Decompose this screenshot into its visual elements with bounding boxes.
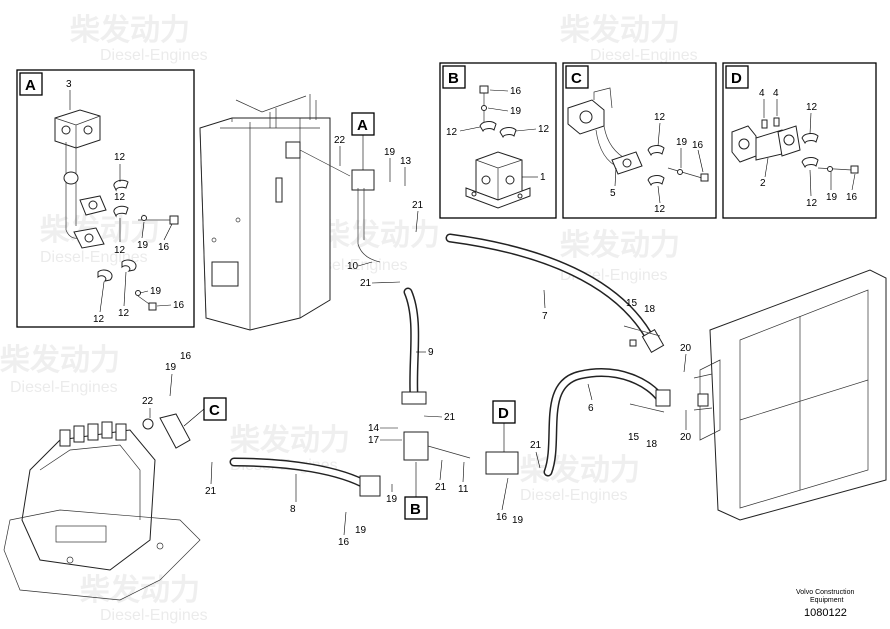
control-valve — [3, 421, 201, 601]
watermark-text: 柴发动力 — [0, 343, 120, 378]
detail-view-a: A 3 12 12 19 16 12 — [16, 69, 195, 328]
part-label: 5 — [610, 188, 616, 199]
part-label: 12 — [93, 314, 105, 325]
watermark-text: 柴发动力 — [560, 13, 680, 48]
part-label: 21 — [435, 482, 447, 493]
part-label: 22 — [334, 135, 346, 146]
part-label: 12 — [446, 127, 458, 138]
detail-view-b: B 16 19 12 12 1 — [439, 62, 557, 219]
part-label: 16 — [846, 192, 858, 203]
footer: Volvo Construction Equipment 1080122 — [796, 589, 854, 619]
part-label: 12 — [806, 102, 818, 113]
callout-a: A — [357, 117, 368, 134]
part-label: 1 — [540, 172, 546, 183]
oil-cooler — [693, 269, 887, 521]
part-label: 17 — [368, 435, 380, 446]
watermark-text: Diesel-Engines — [100, 47, 208, 64]
part-label: 6 — [588, 403, 594, 414]
part-label: 12 — [118, 308, 130, 319]
part-label: 22 — [142, 396, 154, 407]
part-label: 16 — [338, 537, 350, 548]
part-label: 12 — [654, 112, 666, 123]
main-part-labels: 22 19 13 21 10 21 9 7 15 18 20 6 15 18 2… — [142, 135, 692, 548]
watermark-text: Diesel-Engines — [100, 607, 208, 624]
watermark-text: 柴发动力 — [80, 573, 200, 608]
part-label: 21 — [412, 200, 424, 211]
part-label: 12 — [114, 245, 126, 256]
part-label: 4 — [773, 88, 779, 99]
main-callouts: A C B D — [183, 112, 516, 520]
part-label: 18 — [646, 439, 658, 450]
part-label: 19 — [355, 525, 367, 536]
part-label: 11 — [458, 484, 469, 495]
part-label: 16 — [510, 86, 522, 97]
part-label: 10 — [347, 261, 359, 272]
part-label: 16 — [158, 242, 170, 253]
part-label: 12 — [654, 204, 666, 215]
watermark-text: 柴发动力 — [560, 228, 680, 263]
watermark-text: Diesel-Engines — [10, 379, 118, 396]
part-label: 16 — [180, 351, 192, 362]
watermark-text: 柴发动力 — [230, 423, 350, 458]
part-label: 18 — [644, 304, 656, 315]
watermark-text: Diesel-Engines — [40, 249, 148, 266]
hydraulic-tank — [199, 94, 375, 331]
watermark-text: Diesel-Engines — [520, 487, 628, 504]
detail-title: A — [25, 77, 36, 94]
callout-c: C — [209, 402, 220, 419]
company-name-line2: Equipment — [810, 597, 844, 604]
part-label: 21 — [205, 486, 217, 497]
part-label: 19 — [386, 494, 398, 505]
detail-view-d: D 4 4 12 2 12 19 16 — [722, 62, 877, 219]
detail-title: C — [571, 70, 582, 87]
part-label: 19 — [826, 192, 838, 203]
part-label: 15 — [628, 432, 640, 443]
watermark-text: 柴发动力 — [520, 453, 640, 488]
part-label: 19 — [150, 286, 162, 297]
part-label: 19 — [137, 240, 149, 251]
detail-view-c: C 12 19 16 12 5 — [562, 62, 717, 219]
part-label: 12 — [114, 192, 126, 203]
detail-title: D — [731, 70, 742, 87]
part-label: 21 — [360, 278, 372, 289]
watermark-text: Diesel-Engines — [590, 47, 698, 64]
detail-title: B — [448, 70, 459, 87]
part-label: 20 — [680, 343, 692, 354]
hose-lines — [142, 188, 709, 497]
part-label: 9 — [428, 347, 434, 358]
part-label: 12 — [114, 152, 126, 163]
part-label: 3 — [66, 79, 72, 90]
part-label: 19 — [510, 106, 522, 117]
callout-d: D — [498, 405, 509, 422]
part-label: 21 — [530, 440, 542, 451]
part-label: 21 — [444, 412, 456, 423]
part-label: 16 — [496, 512, 508, 523]
watermark-text: 柴发动力 — [320, 218, 440, 253]
part-label: 16 — [692, 140, 704, 151]
part-label: 8 — [290, 504, 296, 515]
part-label: 12 — [806, 198, 818, 209]
part-label: 7 — [542, 311, 548, 322]
part-label: 2 — [760, 178, 766, 189]
part-label: 19 — [384, 147, 396, 158]
watermark-text: 柴发动力 — [70, 13, 190, 48]
part-label: 15 — [626, 298, 638, 309]
part-label: 16 — [173, 300, 185, 311]
part-label: 19 — [512, 515, 524, 526]
document-number: 1080122 — [804, 607, 847, 619]
company-name: Volvo Construction — [796, 589, 854, 596]
part-label: 14 — [368, 423, 380, 434]
part-label: 4 — [759, 88, 765, 99]
callout-b: B — [410, 501, 421, 518]
part-label: 19 — [165, 362, 177, 373]
part-label: 12 — [538, 124, 550, 135]
part-label: 20 — [680, 432, 692, 443]
part-label: 19 — [676, 137, 688, 148]
part-label: 13 — [400, 156, 412, 167]
